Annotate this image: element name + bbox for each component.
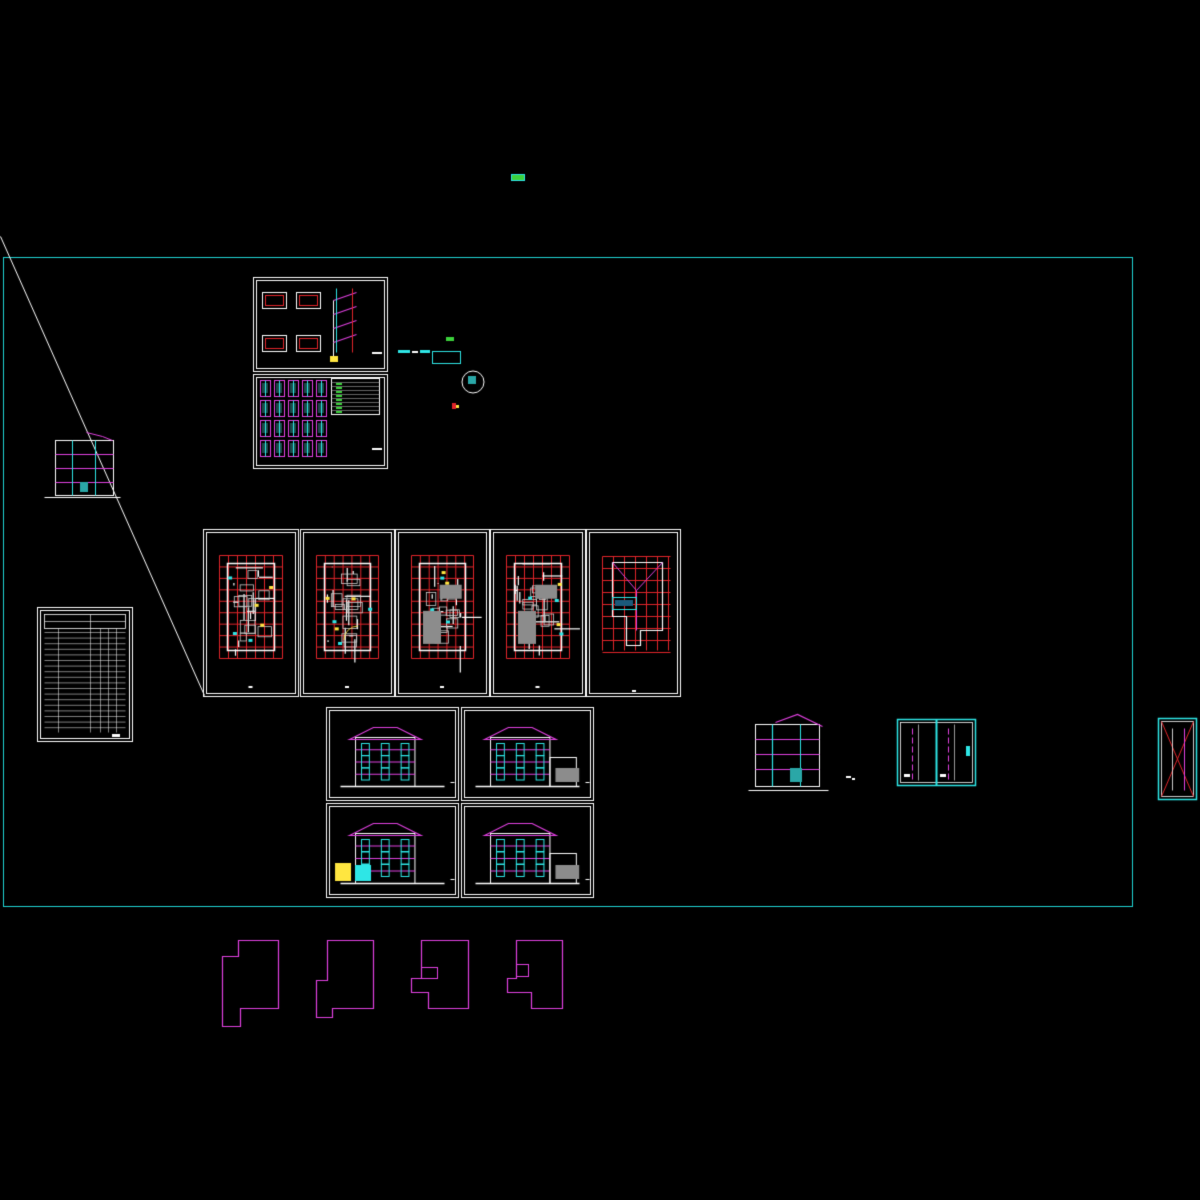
floor-plan-3[interactable] <box>395 529 489 696</box>
footprint-outline-4[interactable] <box>507 940 562 1008</box>
floor-plan-1[interactable] <box>203 529 298 696</box>
section-right[interactable] <box>748 712 830 792</box>
floor-plan-2[interactable] <box>300 529 394 696</box>
drawing-index-sheet[interactable] <box>37 607 132 741</box>
stair-detail-sheet[interactable] <box>253 277 387 371</box>
elevation-side-right[interactable] <box>461 707 593 800</box>
window-schedule-sheet[interactable] <box>253 374 387 468</box>
elevation-side-left[interactable] <box>461 803 593 897</box>
footprint-outline-1[interactable] <box>222 940 278 1026</box>
wall-detail-sheet[interactable] <box>897 719 975 785</box>
footprint-outline-3[interactable] <box>411 940 468 1008</box>
elevation-rear[interactable] <box>326 803 458 897</box>
roof-plan[interactable] <box>586 529 680 696</box>
floor-plan-4[interactable] <box>490 529 585 696</box>
section-left[interactable] <box>44 430 122 500</box>
footprint-outline-2[interactable] <box>316 940 373 1017</box>
elevation-front[interactable] <box>326 707 458 800</box>
wall-detail-narrow[interactable] <box>1158 718 1196 799</box>
